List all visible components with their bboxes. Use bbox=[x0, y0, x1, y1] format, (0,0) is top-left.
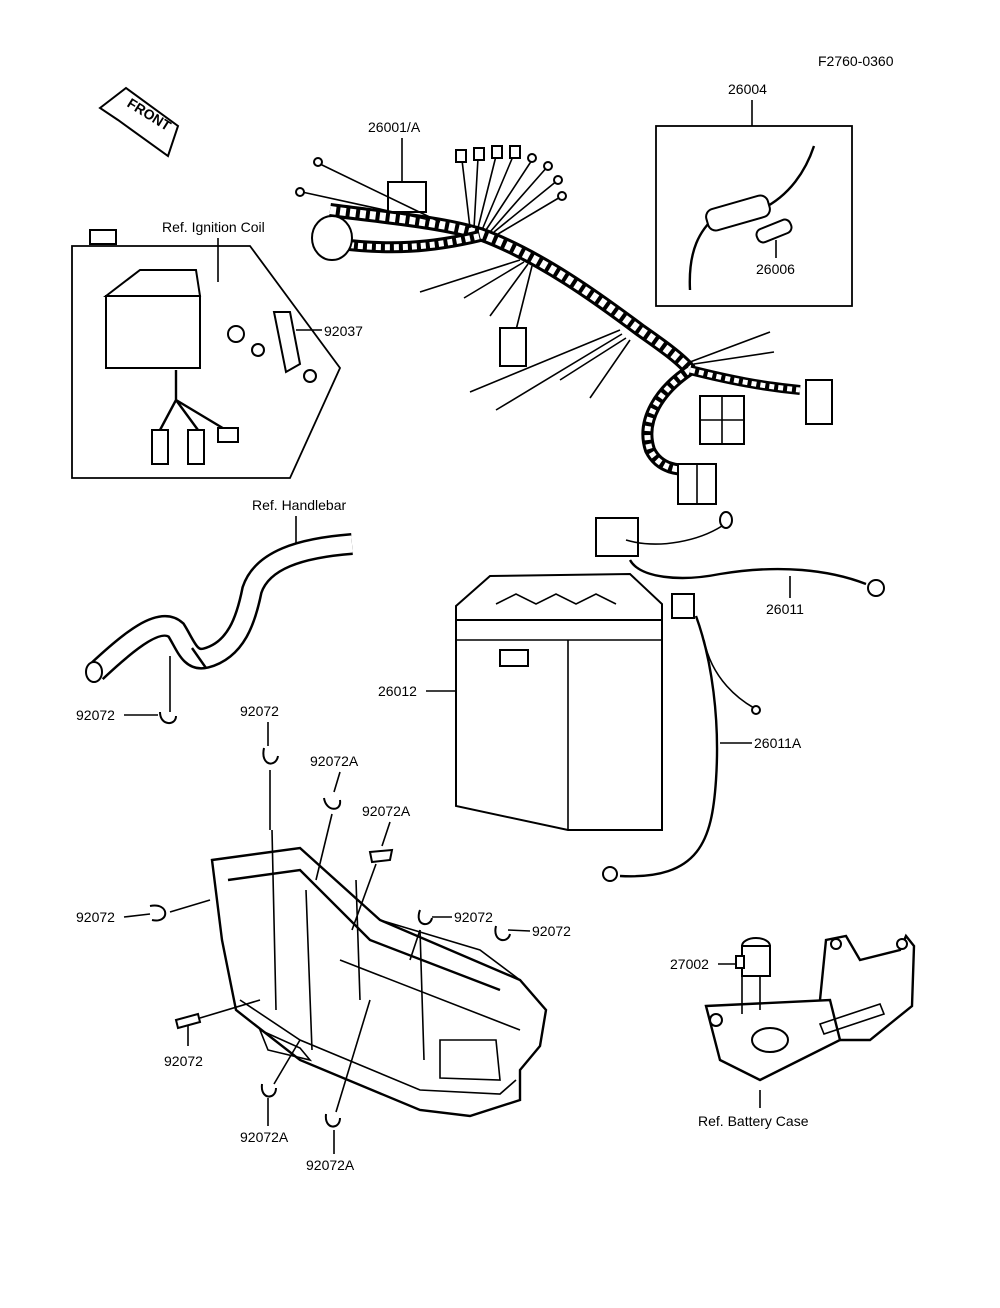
label-battery: 26012 bbox=[378, 683, 417, 699]
front-arrow-icon: FRONT bbox=[98, 86, 180, 158]
frame-group bbox=[210, 829, 548, 1118]
ref-ignition-coil: Ref. Ignition Coil bbox=[162, 219, 265, 235]
label-clamp-4: 92072 bbox=[532, 923, 571, 939]
label-harness: 26001/A bbox=[368, 119, 421, 135]
label-clamp-a-2: 92072A bbox=[362, 803, 411, 819]
label-clamp-5: 92072 bbox=[164, 1053, 203, 1069]
fuse-group: 26004 26006 bbox=[655, 81, 853, 307]
clamp-callouts: 92072 92072A 92072A 92072 92072 92072 92… bbox=[76, 703, 571, 1173]
main-wiring-harness: 26001/A bbox=[295, 119, 833, 505]
label-clamp-2: 92072 bbox=[76, 909, 115, 925]
diagram-code: F2760-0360 bbox=[818, 53, 894, 69]
ref-battery-case: Ref. Battery Case bbox=[698, 1113, 809, 1129]
battery-case-group: 27002 Ref. Battery Case bbox=[670, 933, 916, 1129]
label-cable-pos: 26011 bbox=[766, 601, 804, 617]
label-fuse-assy: 26004 bbox=[728, 81, 767, 97]
label-clamp-1: 92072 bbox=[240, 703, 279, 719]
label-clamp-3: 92072 bbox=[454, 909, 493, 925]
label-fuse: 26006 bbox=[756, 261, 795, 277]
label-cable-neg: 26011A bbox=[754, 735, 802, 751]
label-relay: 27002 bbox=[670, 956, 709, 972]
label-clamp-a-3: 92072A bbox=[240, 1129, 289, 1145]
label-clamp-a-1: 92072A bbox=[310, 753, 359, 769]
handlebar-group: Ref. Handlebar 92072 bbox=[76, 497, 353, 724]
ignition-coil-group: Ref. Ignition Coil 92037 bbox=[71, 219, 363, 479]
ref-handlebar: Ref. Handlebar bbox=[252, 497, 347, 513]
label-clamp-handlebar: 92072 bbox=[76, 707, 115, 723]
battery-group: 26012 26011 26011A bbox=[378, 511, 885, 882]
label-clamp-a-4: 92072A bbox=[306, 1157, 355, 1173]
label-bracket: 92037 bbox=[324, 323, 363, 339]
